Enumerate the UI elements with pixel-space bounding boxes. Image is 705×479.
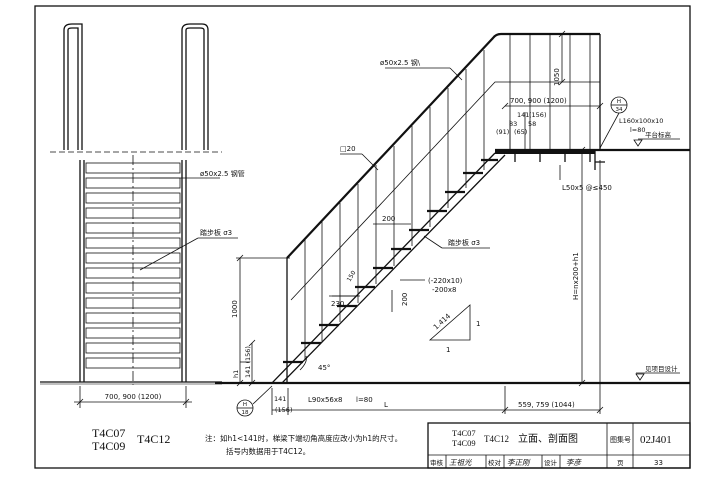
- tb-model-1: T4C07: [452, 428, 476, 438]
- tb-check-sig: 李正刚: [507, 458, 531, 467]
- bottom-angle-callout: L90x56x8: [308, 396, 342, 404]
- top-dim-83: 83: [509, 120, 517, 128]
- riser-dim: 200: [401, 293, 409, 306]
- top-right-dim: 559, 759 (1044): [518, 401, 575, 409]
- tb-atlas-label: 图集号: [610, 435, 631, 444]
- h1-label: h1: [232, 370, 240, 378]
- slope-short-2: 1: [446, 346, 450, 354]
- section-view: ø50x2.5 钢\ □20 1050 700, 900 (1200) 141 …: [215, 30, 690, 417]
- top-angle-l: l=80: [630, 126, 646, 134]
- tb-page-label: 页: [617, 459, 624, 467]
- rail-callout: ø50x2.5 钢\: [380, 58, 421, 67]
- detail-bottom-sheet: 18: [242, 410, 249, 416]
- plan-stringers: [79, 160, 187, 382]
- tb-model-2: T4C09: [452, 438, 476, 448]
- slope-long: 1.414: [432, 312, 453, 332]
- tb-model-3: T4C12: [484, 434, 509, 444]
- detail-bottom-num: H: [243, 402, 247, 408]
- landing-joists: [514, 154, 591, 162]
- top-dim-141: 141: [517, 111, 529, 119]
- tb-title: 立面、剖面图: [518, 432, 578, 445]
- landing-depth-dim: 700, 900 (1200): [510, 97, 567, 105]
- tb-review-label: 审核: [430, 458, 444, 467]
- note-line-2: 括号内数据用于T4C12。: [226, 446, 310, 456]
- tb-review-sig: 王祖光: [449, 458, 472, 467]
- platform-level: 平台标高: [645, 130, 672, 139]
- angle-45: 45°: [318, 364, 330, 372]
- platform-beam: [495, 150, 595, 154]
- top-dim-91: (91): [496, 128, 509, 136]
- tb-design-sig: 李彦: [566, 458, 582, 467]
- tb-check-label: 校对: [488, 458, 502, 467]
- slope-triangle: [428, 304, 471, 341]
- beam-angle-callout: L50x5 @≤450: [562, 184, 612, 192]
- tb-design-label: 设计: [544, 458, 558, 467]
- mid-spacing: 150: [346, 269, 358, 283]
- detail-top-num: H: [617, 99, 621, 105]
- sheet-border: [34, 5, 691, 469]
- plan-right-rail: [181, 23, 209, 150]
- ground-level: 见项目设计: [645, 364, 678, 373]
- model-label-1: T4C07: [92, 426, 125, 440]
- model-labels: T4C07 T4C09 T4C12: [92, 426, 170, 453]
- plan-pipe-callout: ø50x2.5 钢管: [200, 169, 245, 178]
- mid-rail-1: [290, 81, 600, 301]
- post-callout: □20: [340, 145, 356, 153]
- handrail-posts: [304, 50, 485, 360]
- tread-spacing: 200: [382, 215, 395, 223]
- detail-top-sheet: 34: [616, 107, 623, 113]
- model-label-2: T4C09: [92, 439, 125, 453]
- notes: 注：如h1<141时，梯梁下端切角高度应改小为h1的尺寸。 括号内数据用于T4C…: [205, 433, 402, 456]
- span-L: L: [384, 401, 388, 409]
- section-treads: [283, 158, 498, 364]
- stringer-label-2: -200x8: [432, 286, 456, 294]
- total-height-dim: H=nx200+h1: [572, 252, 580, 300]
- tb-atlas-no: 02J401: [640, 434, 672, 446]
- handrail: [286, 32, 600, 259]
- plan-left-rail-top: [63, 23, 83, 150]
- bottom-angle-l: l=80: [356, 396, 373, 404]
- section-tread-callout: 踏步板 σ3: [448, 238, 480, 247]
- stringer-label-1: (-220x10): [428, 277, 463, 285]
- plan-width-dim: 700, 900 (1200): [105, 393, 162, 401]
- slope-short-1: 1: [476, 320, 480, 328]
- height-1000: 1000: [231, 300, 239, 318]
- plan-tread-callout: 踏步板 σ3: [200, 228, 232, 237]
- model-label-3: T4C12: [137, 432, 170, 446]
- top-dim-156: (156): [529, 111, 546, 119]
- plan-left-rail: [63, 30, 69, 150]
- bottom-141: 141: [274, 395, 286, 403]
- title-block: T4C07 T4C09 T4C12 立面、剖面图 图集号 02J401 审核 王…: [427, 422, 691, 469]
- rail-height-dim: 1050: [553, 68, 561, 86]
- tb-page-no: 33: [654, 459, 663, 467]
- tread-width: 230: [331, 300, 344, 308]
- top-dim-58: 58: [528, 120, 536, 128]
- top-angle-callout: L160x100x10: [619, 117, 663, 125]
- plan-view: ø50x2.5 钢管 踏步板 σ3 700, 900 (1200): [40, 23, 245, 408]
- note-line-1: 注：如h1<141时，梯梁下端切角高度应改小为h1的尺寸。: [205, 433, 402, 443]
- top-dim-65: (65): [514, 128, 527, 136]
